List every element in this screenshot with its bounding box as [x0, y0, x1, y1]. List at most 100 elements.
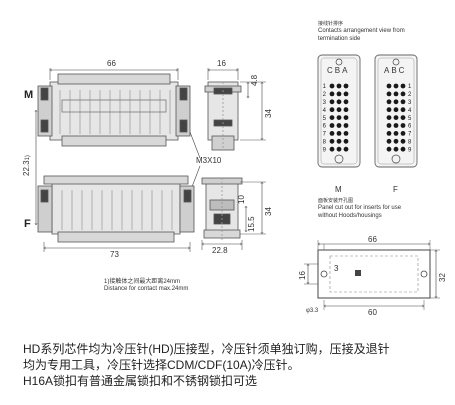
insert-f-pin — [400, 107, 406, 113]
insert-f-row-label: 5 — [408, 116, 412, 122]
description-line-1: HD系列芯件均为冷压针(HD)压接型，冷压针须单独订购，压接及退针 — [23, 342, 390, 356]
insert-f-pin — [400, 138, 406, 144]
insert-f-pin — [393, 83, 399, 89]
male-bottom-rim — [61, 135, 167, 147]
insert-m-row-label: 7 — [323, 132, 327, 138]
panel-cutout — [317, 244, 431, 299]
insert-m-pin — [329, 91, 335, 97]
insert-f-row-label: 8 — [408, 140, 412, 146]
insert-m-row-label: 9 — [323, 147, 327, 153]
dim-overall: 22.31) — [22, 155, 31, 176]
male-body — [49, 81, 179, 141]
insert-m-pin — [343, 138, 349, 144]
footnote-cn: 1)接触体之间最大距离24mm — [104, 279, 181, 285]
dim-top-width: 66 — [107, 59, 116, 68]
contacts-caption-en-2: termination side — [318, 36, 361, 42]
cutout-hole-left — [320, 270, 328, 278]
insert-m-pin — [343, 107, 349, 113]
contacts-caption-en-1: Contacts arrangement view from — [318, 28, 405, 34]
female-side-view — [201, 177, 243, 240]
insert-m-pin — [343, 99, 349, 105]
insert-m-pin — [336, 146, 342, 152]
insert-f-pin — [400, 131, 406, 136]
insert-f-row-label: 3 — [408, 100, 412, 106]
insert-f-pin — [400, 83, 406, 89]
insert-m-row-label: 2 — [323, 92, 327, 98]
insert-m-row-label: 8 — [323, 140, 327, 146]
insert-f-pin — [393, 138, 399, 144]
insert-m-pin — [343, 115, 349, 120]
insert-m-label: M — [335, 185, 342, 194]
insert-m-pin — [336, 138, 342, 144]
insert-f-row-label: 2 — [408, 92, 412, 98]
description-line-3: H16A锁扣有普通金属锁扣和不锈钢锁扣可选 — [23, 374, 258, 388]
contacts-caption-cn: 接线针排序 — [318, 21, 344, 27]
male-letter: M — [24, 89, 34, 101]
male-right-screw — [179, 87, 188, 101]
insert-f-pin — [400, 115, 406, 120]
description: HD系列芯件均为冷压针(HD)压接型，冷压针须单独订购，压接及退针 均为专用工具… — [23, 341, 443, 389]
insert-m-columns: CBA — [327, 66, 350, 75]
insert-f-pin — [400, 123, 406, 128]
dim-cut-hole: φ3.3 — [306, 308, 319, 314]
insert-m-pin — [329, 99, 335, 105]
insert-f-pin — [393, 123, 399, 128]
insert-m-pin — [329, 83, 335, 89]
insert-f-row-label: 7 — [408, 132, 412, 138]
insert-m-pin — [336, 91, 342, 97]
dim-15-5: 15.5 — [247, 216, 256, 232]
insert-f-pin — [386, 138, 392, 144]
panel-caption-en-2: without Hoods/housings — [318, 213, 382, 219]
panel-caption-cn: 面板安装开孔图 — [318, 198, 354, 204]
insert-f-pin — [400, 91, 406, 97]
dim-top-side: 16 — [217, 59, 226, 68]
insert-f-label: F — [393, 185, 398, 194]
insert-m-pin — [343, 131, 349, 136]
insert-f-pin — [386, 99, 392, 105]
insert-f-pin — [386, 107, 392, 113]
male-left-screw — [40, 87, 49, 101]
insert-m-row-label: 1 — [323, 84, 327, 90]
insert-m-row-label: 5 — [323, 116, 327, 122]
insert-f-pin — [393, 107, 399, 113]
dim-cut-3: 3 — [334, 264, 339, 273]
dim-cut-16: 16 — [298, 271, 307, 280]
dim-cut-32: 32 — [438, 273, 447, 282]
insert-m-pin — [329, 146, 335, 152]
insert-f-pin — [386, 83, 392, 89]
female-letter: F — [24, 218, 31, 230]
insert-m-pin — [336, 115, 342, 120]
insert-m-pin — [329, 115, 335, 120]
insert-f-pin — [400, 99, 406, 105]
insert-m-row-label: 3 — [323, 100, 327, 106]
insert-m-row-label: 6 — [323, 124, 327, 130]
insert-f-pin — [386, 91, 392, 97]
dim-bottom-side: 22.8 — [212, 246, 228, 255]
insert-m-pin — [329, 123, 335, 128]
insert-m-pin — [329, 138, 335, 144]
insert-f-row-label: 9 — [408, 147, 412, 153]
insert-f-row-label: 6 — [408, 124, 412, 130]
cutout-hole-right — [420, 270, 428, 278]
dim-10: 10 — [237, 195, 246, 204]
insert-f-pin — [386, 146, 392, 152]
insert-m-pin — [343, 123, 349, 128]
insert-m-pins: 1 2 3 4 5 6 7 89 — [323, 83, 349, 153]
dim-bottom-width: 73 — [110, 250, 119, 259]
insert-f-pin — [393, 146, 399, 152]
insert-f-pin — [400, 146, 406, 152]
insert-m-pin — [336, 83, 342, 89]
insert-f-pin — [386, 131, 392, 136]
insert-f-pin — [386, 123, 392, 128]
insert-m-row-label: 4 — [323, 108, 327, 114]
insert-f-pin — [393, 131, 399, 136]
insert-f-pin — [393, 99, 399, 105]
insert-m-pin — [343, 91, 349, 97]
dim-cut-60: 60 — [368, 308, 377, 317]
panel-caption-en-1: Panel cut out for inserts for use — [318, 205, 402, 211]
screw-label: M3X10 — [196, 156, 222, 165]
insert-m-pin — [336, 123, 342, 128]
dim-4-8: 4.8 — [250, 74, 259, 86]
